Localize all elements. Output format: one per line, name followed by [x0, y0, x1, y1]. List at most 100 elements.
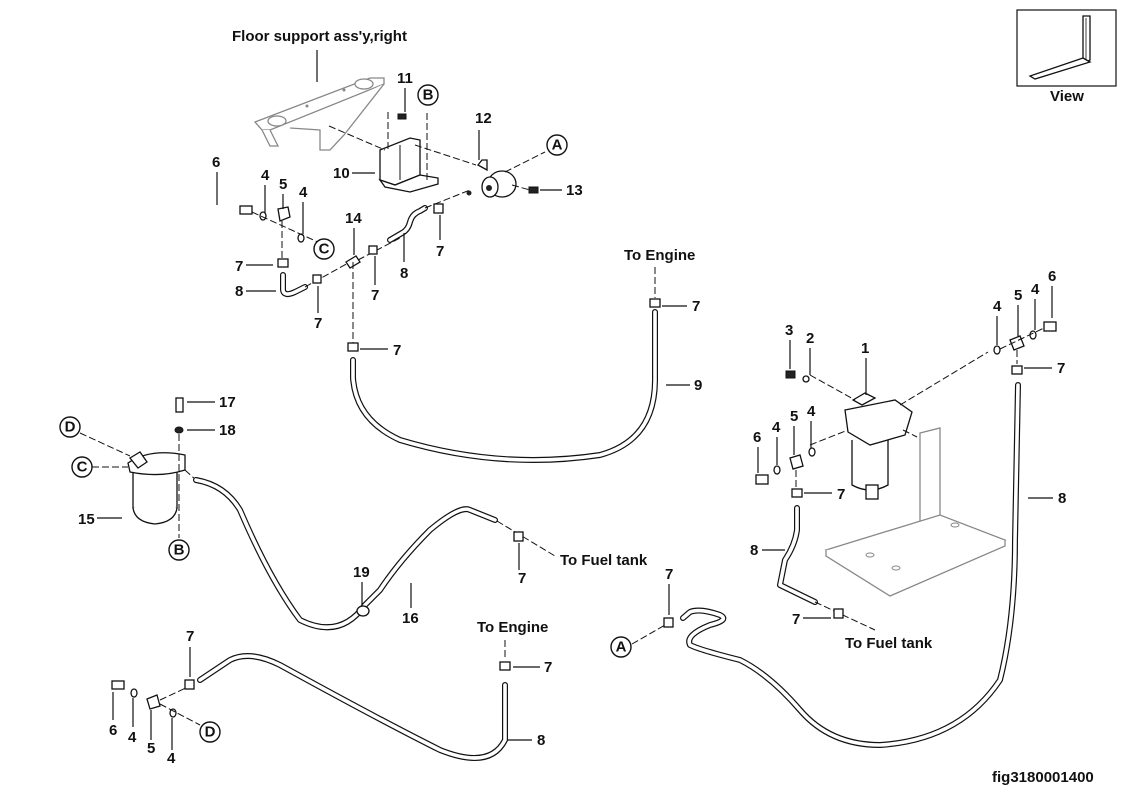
callout-n8: 8 [750, 542, 758, 559]
view-inset: View [1016, 9, 1117, 105]
callout-B: B [423, 87, 434, 104]
callout-n6: 6 [212, 154, 220, 171]
hose-9: 9 [350, 309, 702, 463]
callout-n6: 6 [1048, 268, 1056, 285]
callout-n6: 6 [109, 722, 117, 739]
ref-circle-b-left: B [168, 539, 190, 561]
callout-n4: 4 [807, 403, 816, 420]
hose-16: 7 To Fuel tank [184, 469, 648, 631]
ref-circle-a-top: A [546, 134, 568, 156]
bolt-11: 11 [397, 70, 413, 120]
callout-n6: 6 [753, 429, 761, 446]
callout-n5: 5 [790, 408, 798, 425]
connector-19: 19 16 [353, 564, 419, 627]
callout-n7: 7 [186, 628, 194, 645]
callout-n4: 4 [299, 184, 308, 201]
figure-id: fig3180001400 [992, 769, 1094, 786]
callout-n8: 8 [400, 265, 408, 282]
callout-n7: 7 [436, 243, 444, 260]
callout-D: D [205, 724, 216, 741]
callout-n7: 7 [792, 611, 800, 628]
clamp-below-tee: 7 [347, 342, 401, 359]
callout-n17: 17 [219, 394, 236, 411]
callout-to_fuel_tank: To Fuel tank [845, 635, 933, 652]
fuel-filter-15: 15 [78, 451, 186, 528]
fork-icon [1028, 15, 1092, 80]
to-engine-upper: To Engine 7 [624, 247, 700, 315]
callout-n1: 1 [861, 340, 869, 357]
callout-n8: 8 [537, 732, 545, 749]
callout-n14: 14 [345, 210, 362, 227]
callout-to_fuel_tank: To Fuel tank [560, 552, 648, 569]
callout-n15: 15 [78, 511, 95, 528]
callout-n5: 5 [279, 176, 287, 193]
hose-8-lower: 7 8 [184, 628, 545, 761]
banjo-fitting-upper-left: 6 4 5 4 [212, 154, 321, 262]
fuel-pump-12: 12 [466, 110, 546, 198]
callout-n7: 7 [692, 298, 700, 315]
callout-n7: 7 [393, 342, 401, 359]
callout-A: A [616, 639, 627, 656]
callout-B: B [174, 542, 185, 559]
callout-n8: 8 [235, 283, 243, 300]
hose-8-right-short: 8 7 To Fuel tank [750, 505, 933, 652]
callout-C: C [319, 241, 330, 258]
bolt-3-washer-2: 3 2 [785, 322, 814, 383]
callout-n18: 18 [219, 422, 236, 439]
callout-C: C [77, 459, 88, 476]
to-engine-lower: To Engine 7 [477, 619, 552, 676]
ref-circle-d-left: D [59, 416, 131, 457]
callout-n16: 16 [402, 610, 419, 627]
callout-n7: 7 [665, 566, 673, 583]
callout-n4: 4 [261, 167, 270, 184]
callout-n8: 8 [1058, 490, 1066, 507]
floor-support-label: Floor support ass'y,right [232, 28, 407, 45]
callout-n12: 12 [475, 110, 492, 127]
callout-n4: 4 [993, 298, 1002, 315]
ref-circle-d-lower: D [199, 721, 221, 743]
ref-circle-c-upper: C [313, 238, 335, 260]
callout-n5: 5 [147, 740, 155, 757]
callout-n4: 4 [772, 419, 781, 436]
callout-n2: 2 [806, 330, 814, 347]
clamp-hose-upper: 7 8 7 [235, 258, 351, 332]
ref-circle-a-lower: A [610, 636, 632, 658]
bolt-17: 17 [175, 394, 236, 413]
callout-n9: 9 [694, 377, 702, 394]
callout-10: 10 [333, 165, 350, 182]
callout-n3: 3 [785, 322, 793, 339]
washer-18: 18 [174, 422, 236, 538]
callout-A: A [552, 137, 563, 154]
callout-n7: 7 [837, 486, 845, 503]
callout-n4: 4 [167, 750, 176, 767]
callout-n7: 7 [544, 659, 552, 676]
fuel-filter-1: 1 [809, 340, 989, 500]
floor-support-assembly: Floor support ass'y,right [232, 28, 407, 151]
banjo-fitting-right-lower: 6 4 5 4 7 [753, 403, 845, 503]
callout-D: D [65, 419, 76, 436]
view-label: View [1050, 88, 1084, 105]
bracket-right [824, 427, 1007, 597]
bracket-10 [328, 112, 477, 193]
callout-n11: 11 [397, 70, 413, 87]
hose-8-right-long: 8 [680, 382, 1066, 748]
callout-n7: 7 [371, 287, 379, 304]
callout-n13: 13 [566, 182, 583, 199]
banjo-fitting-upper-right: 4 5 4 6 7 [993, 268, 1065, 377]
banjo-fitting-lower-left: 6 4 5 4 [109, 680, 201, 767]
callout-n19: 19 [353, 564, 370, 581]
ref-circle-c-left: C [71, 456, 128, 478]
callout-to_engine: To Engine [477, 619, 548, 636]
callout-n4: 4 [1031, 281, 1040, 298]
callout-n7: 7 [518, 570, 526, 587]
callout-n4: 4 [128, 729, 137, 746]
bolt-13: 13 [528, 182, 583, 199]
hose-8-upper: 8 7 [387, 189, 471, 282]
callout-n7: 7 [1057, 360, 1065, 377]
callout-n7: 7 [235, 258, 243, 275]
callout-n7: 7 [314, 315, 322, 332]
callout-n5: 5 [1014, 287, 1022, 304]
tee-fitting-14: 14 7 [345, 210, 401, 345]
ref-circle-b-top: B [417, 84, 439, 106]
